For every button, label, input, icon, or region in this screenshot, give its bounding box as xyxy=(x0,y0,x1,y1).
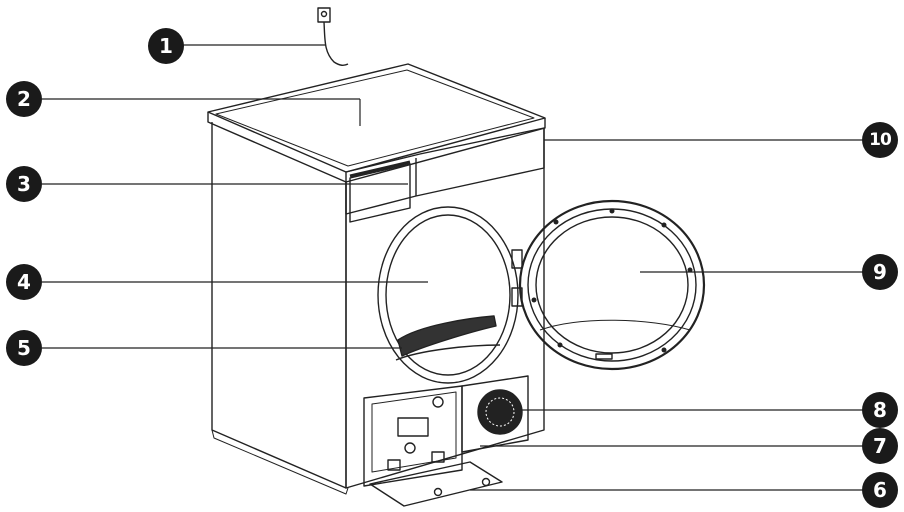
left-side-panel xyxy=(211,122,347,489)
condenser-knob-bottom xyxy=(404,442,416,454)
plug-socket-icon xyxy=(320,10,328,18)
control-strip xyxy=(349,160,411,178)
lint-filter xyxy=(397,315,497,357)
callout-8: 8 xyxy=(862,392,898,428)
callout-3: 3 xyxy=(6,166,42,202)
top-panel-inner xyxy=(215,69,535,167)
base-left xyxy=(211,429,349,495)
callout-7: 7 xyxy=(862,428,898,464)
callout-10: 10 xyxy=(862,122,898,158)
callout-5: 5 xyxy=(6,330,42,366)
callout-4: 4 xyxy=(6,264,42,300)
condenser-latch-right xyxy=(431,451,445,463)
door-screws xyxy=(531,208,693,353)
drum-opening-outer xyxy=(377,206,519,384)
fan-grille-pattern xyxy=(485,397,515,427)
drum-opening-inner xyxy=(385,214,511,376)
drum-bottom xyxy=(395,344,501,361)
door-handle xyxy=(595,353,613,360)
callout-2: 2 xyxy=(6,81,42,117)
fan-panel xyxy=(461,375,529,453)
door-glass xyxy=(535,216,689,354)
flap-screw-right xyxy=(481,477,491,487)
flap-screw-left xyxy=(433,487,443,497)
leader-lines xyxy=(42,44,864,491)
control-display xyxy=(349,163,411,223)
power-plug xyxy=(317,7,331,23)
condenser-inner xyxy=(371,391,457,473)
callout-6: 6 xyxy=(862,472,898,508)
condenser-knob-top xyxy=(432,396,444,408)
door-hinge-top xyxy=(511,249,523,269)
front-panel xyxy=(345,128,545,489)
callout-1: 1 xyxy=(148,28,184,64)
condenser-handle xyxy=(397,417,429,437)
power-cord xyxy=(323,21,349,67)
control-panel xyxy=(345,127,545,215)
condenser-housing xyxy=(363,385,463,487)
door-glass-curve xyxy=(539,319,691,331)
cover-flap xyxy=(369,461,503,507)
condenser-latch-left xyxy=(387,459,401,471)
door-outer-ring xyxy=(518,199,706,371)
top-panel xyxy=(207,63,546,173)
fan-grille xyxy=(477,389,523,435)
callout-9: 9 xyxy=(862,254,898,290)
door-ring xyxy=(527,208,697,362)
